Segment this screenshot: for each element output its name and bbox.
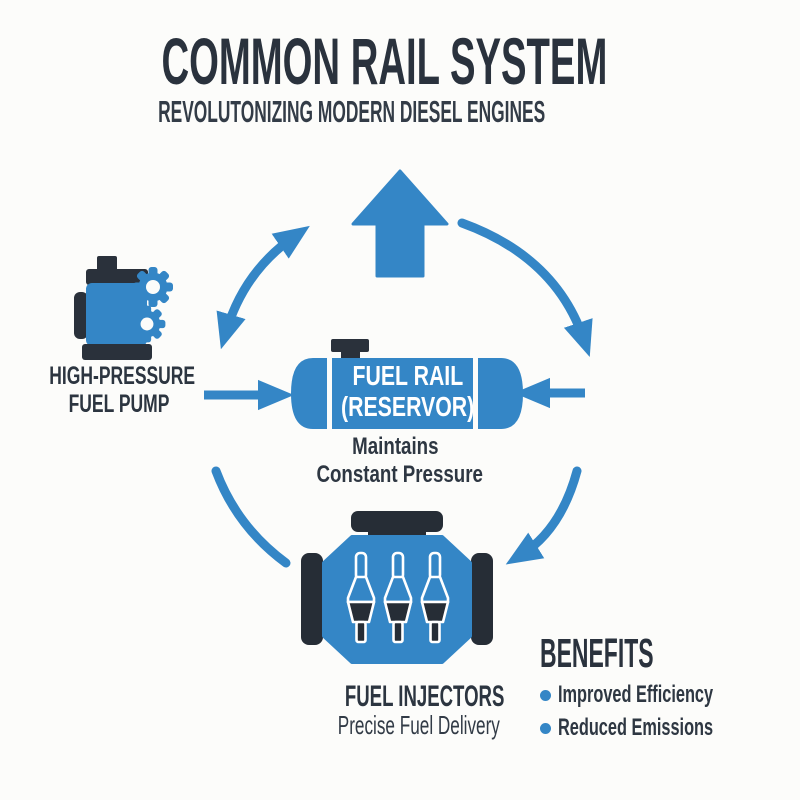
page-subtitle-wrap: REVOLUTONIZING MODERN DIESEL ENGINES — [0, 96, 704, 127]
injectors-caption-wrap: Precise Fuel Delivery — [296, 710, 500, 741]
bullet-dot-icon — [540, 722, 551, 734]
injector-icon — [420, 551, 450, 644]
pump-label-line2: FUEL PUMP — [68, 390, 170, 418]
benefit-item: Reduced Emissions — [540, 714, 786, 741]
fuel-rail-caption: Maintains Constant Pressure — [293, 434, 497, 490]
page-title-wrap: COMMON RAIL SYSTEM — [0, 28, 704, 94]
fuel-rail-label: FUEL RAIL (RESERVOR) — [308, 360, 508, 425]
injectors-label-wrap: FUEL INJECTORS — [296, 680, 505, 714]
fuel-rail-name-line1: FUEL RAIL — [352, 360, 464, 391]
pump-label-line1: HIGH-PRESSURE — [49, 362, 196, 390]
injectors-label: FUEL INJECTORS — [344, 680, 505, 713]
pump-label: HIGH-PRESSURE FUEL PUMP — [18, 364, 220, 420]
injectors-caption: Precise Fuel Delivery — [337, 710, 500, 740]
fuel-rail-caption-line1: Maintains — [351, 433, 439, 460]
benefits-section: BENEFITS Improved Efficiency Reduced Emi… — [540, 630, 786, 741]
engine-injectors-icon — [301, 511, 493, 664]
page-subtitle: REVOLUTONIZING MODERN DIESEL ENGINES — [158, 94, 546, 129]
cycle-arrow-bottom-right-icon — [505, 466, 582, 565]
fuel-rail-icon — [291, 339, 523, 429]
gears-icon — [128, 267, 173, 343]
page-title: COMMON RAIL SYSTEM — [161, 24, 608, 98]
benefit-label: Reduced Emissions — [558, 714, 714, 741]
injector-icon — [383, 551, 413, 644]
cycle-arc-bottom-left-icon — [211, 466, 291, 568]
bullet-dot-icon — [540, 689, 551, 701]
cycle-arrow-top-left-icon — [216, 225, 310, 350]
benefits-heading: BENEFITS — [540, 630, 654, 676]
up-arrow-icon — [351, 169, 449, 278]
fuel-rail-caption-line2: Constant Pressure — [316, 461, 483, 488]
injector-icon — [346, 551, 376, 644]
cycle-arrow-top-right-icon — [457, 218, 593, 358]
fuel-pump-icon — [74, 256, 173, 360]
fuel-rail-name-line2: (RESERVOR) — [341, 391, 475, 422]
benefit-item: Improved Efficiency — [540, 681, 786, 708]
benefit-label: Improved Efficiency — [558, 681, 714, 708]
